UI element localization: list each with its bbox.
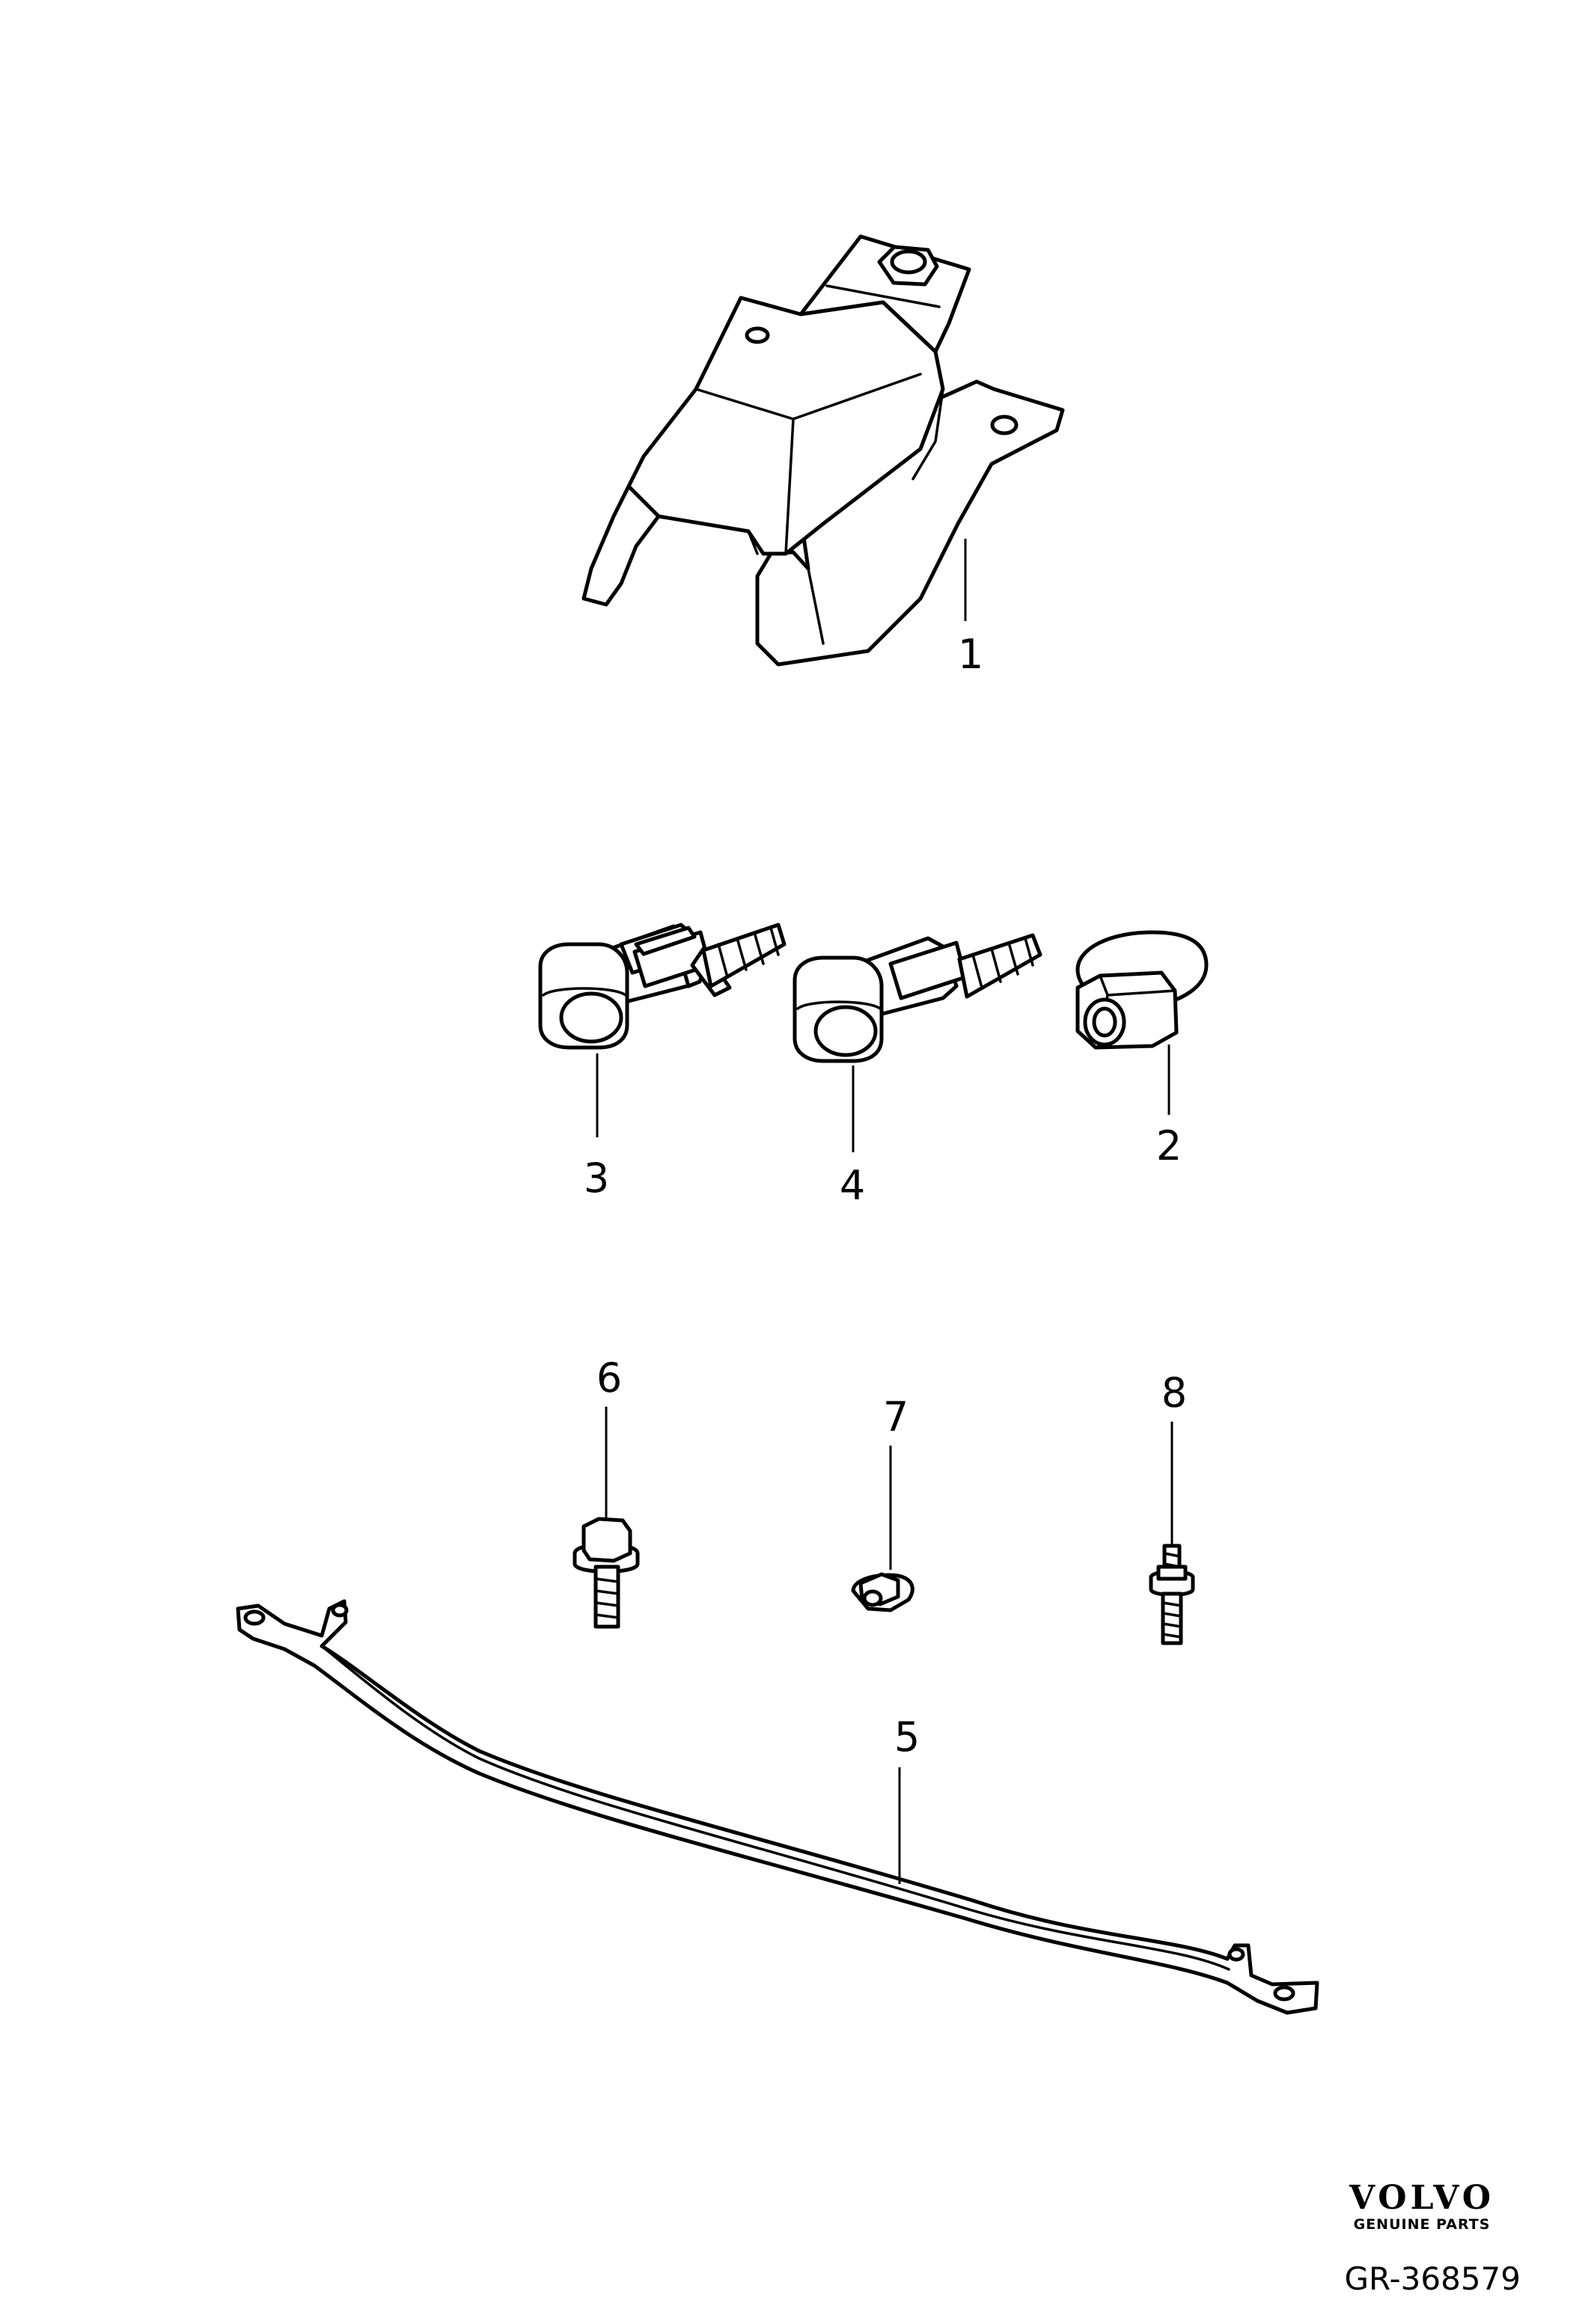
callout-1: 1 — [958, 631, 983, 678]
part-6-bolt[interactable] — [572, 1517, 640, 1629]
callout-6: 6 — [596, 1354, 622, 1401]
logo-subtitle-text: GENUINE PARTS — [1353, 2216, 1491, 2233]
callout-4: 4 — [840, 1162, 865, 1209]
callout-7: 7 — [883, 1393, 909, 1440]
part-3-flange-bolt[interactable] — [538, 923, 787, 1050]
logo-brand-text: VOLVO — [1349, 2179, 1495, 2217]
part-8-stud[interactable] — [1149, 1544, 1195, 1645]
part-4-flange-bolt[interactable] — [793, 933, 1042, 1063]
callout-3: 3 — [584, 1155, 609, 1202]
callout-2: 2 — [1156, 1122, 1182, 1169]
part-1-bracket[interactable] — [581, 234, 1065, 667]
volvo-genuine-parts-logo: VOLVO GENUINE PARTS — [1325, 2180, 1519, 2233]
part-2-flange-nut[interactable] — [1075, 930, 1209, 1050]
part-5-strap[interactable] — [236, 1599, 1319, 2015]
part-7-nut[interactable] — [851, 1572, 914, 1612]
callout-5: 5 — [894, 1713, 920, 1761]
diagram-reference-code: GR-368579 — [1344, 2260, 1521, 2297]
callout-8: 8 — [1161, 1369, 1187, 1416]
